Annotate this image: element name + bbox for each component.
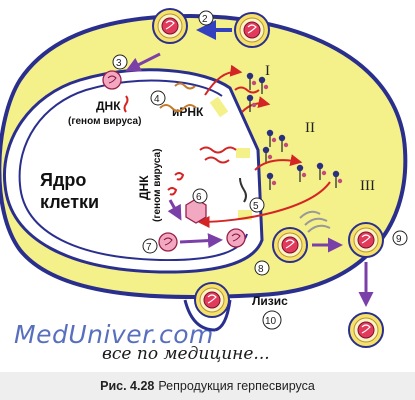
lysis-label: Лизис — [252, 294, 288, 308]
step-marker-2 — [198, 10, 214, 26]
herpesvirus-diagram: I II III Ядро клетки ДНК (геном вируса) … — [0, 8, 408, 348]
nucleus-label-line1: Ядро — [40, 170, 86, 190]
step-marker-4 — [150, 90, 166, 106]
dna-fragment-icon-1 — [174, 172, 185, 181]
capsid-icon-step7 — [158, 232, 178, 252]
arrow-dna-to-capsid — [167, 199, 182, 221]
step-marker-6 — [192, 188, 208, 204]
mrna-icon-1 — [159, 104, 197, 112]
nucleus-label-line2: клетки — [40, 192, 99, 212]
virion-icon-budding — [348, 222, 384, 258]
virion-icon-entering — [152, 8, 188, 44]
step-label-9: 9 — [396, 234, 402, 245]
mrna-icon-6 — [239, 177, 247, 203]
step-label-5: 5 — [253, 201, 259, 212]
phase-label-2: II — [305, 120, 315, 136]
step-label-6: 6 — [196, 192, 202, 203]
step-marker-10 — [262, 310, 282, 330]
arrow-capsid-exit — [179, 233, 223, 249]
step-marker-5 — [249, 197, 265, 213]
virion-icon-lysis — [194, 282, 230, 318]
step-label-8: 8 — [258, 264, 264, 275]
arrow-phase2 — [254, 154, 303, 171]
virion-icon-released — [348, 312, 384, 348]
dna-vertical-label: ДНК — [137, 175, 151, 200]
dna-label: ДНК — [96, 99, 121, 113]
nuclear-envelope-inner — [18, 79, 248, 262]
mrna-icon-4 — [199, 146, 237, 154]
mrna-icon-2 — [174, 82, 196, 90]
step-marker-7 — [142, 238, 158, 254]
arrow-phase3-return — [197, 181, 331, 228]
step-marker-3 — [112, 54, 128, 70]
phase-label-1: I — [265, 63, 270, 79]
capsid-icon-step3 — [102, 70, 122, 90]
arrow-capsid-to-nucleus — [125, 52, 161, 72]
step-label-4: 4 — [154, 94, 160, 105]
dna-squiggle-icon — [123, 95, 129, 113]
genome-vertical-label: (геном вируса) — [152, 149, 163, 222]
step-marker-9 — [392, 230, 408, 246]
genome-label: (геном вируса) — [68, 116, 141, 127]
step-label-7: 7 — [146, 242, 152, 253]
capsid-icon-step8 — [226, 228, 246, 248]
mrna-icon-3 — [234, 86, 260, 94]
dna-fragment-icon-2 — [167, 187, 178, 196]
step-marker-8 — [254, 260, 270, 276]
golgi-icon — [299, 210, 331, 233]
arrow-mrna-export — [204, 64, 243, 96]
step-label-2: 2 — [202, 14, 208, 25]
step-label-10: 10 — [265, 316, 277, 327]
figure-number: Рис. 4.28 — [100, 379, 155, 393]
phase-label-3: III — [360, 178, 375, 194]
watermark-tagline: все по медицине... — [102, 344, 270, 364]
step-label-3: 3 — [116, 58, 122, 69]
watermark-site: MedUniver.com — [14, 320, 214, 349]
figure-title: Репродукция герпесвируса — [158, 379, 315, 393]
mrna-label: иРНК — [172, 105, 204, 119]
mrna-icon-5 — [204, 156, 230, 164]
figure-caption: Рис. 4.28 Репродукция герпесвируса — [0, 372, 415, 400]
virion-icon-incoming — [234, 12, 270, 48]
virion-icon-vesicle — [272, 227, 308, 263]
